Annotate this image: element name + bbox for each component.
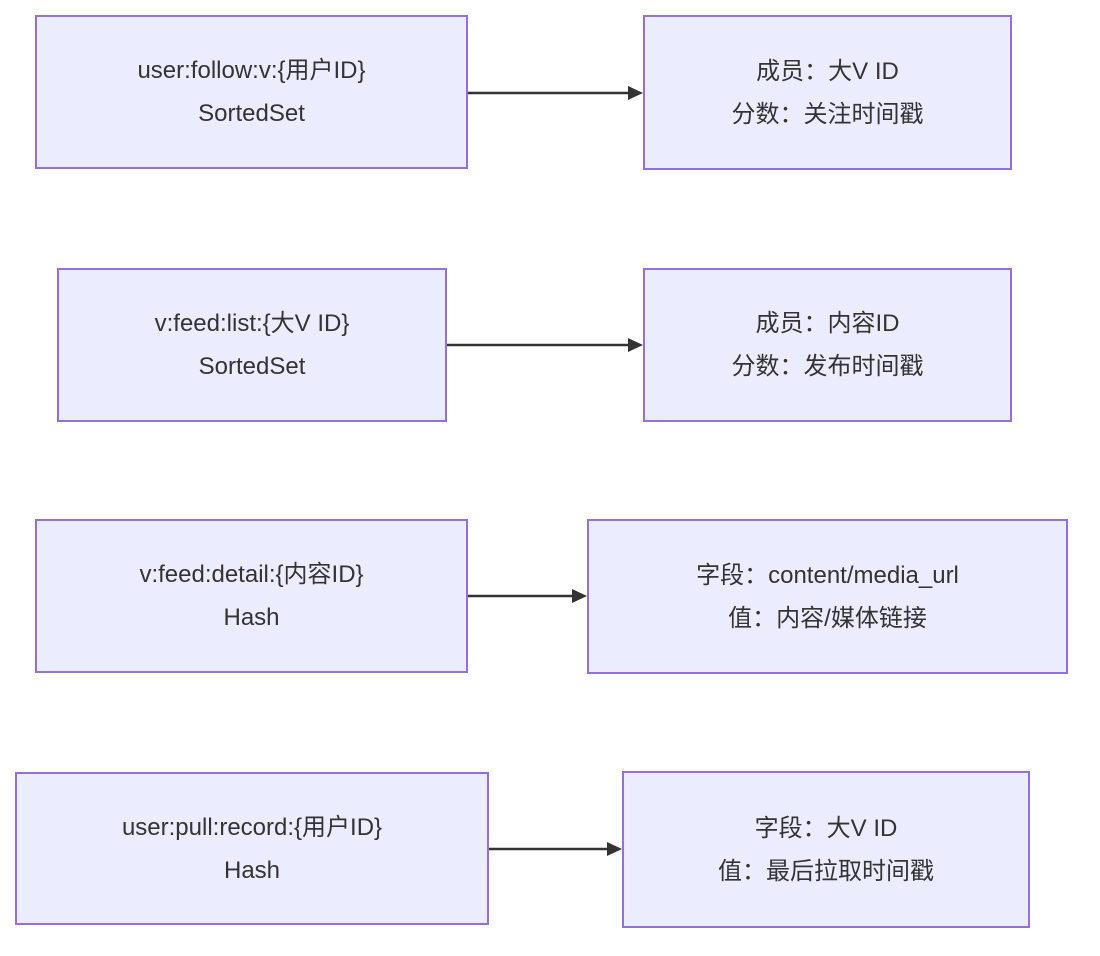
node-score-text: 分数：发布时间戳 (731, 353, 924, 380)
node-member-text: 成员：内容ID (755, 310, 900, 337)
arrow-right-icon (489, 842, 622, 856)
node-user-follow-value: 成员：大V ID 分数：关注时间戳 (643, 15, 1012, 170)
node-feed-list-value: 成员：内容ID 分数：发布时间戳 (643, 268, 1012, 422)
node-pull-record-value: 字段：大V ID 值：最后拉取时间戳 (622, 771, 1030, 928)
node-score-text: 分数：关注时间戳 (731, 100, 924, 128)
node-value-text: 值：最后拉取时间戳 (718, 857, 934, 885)
arrow-right-icon (447, 338, 643, 352)
node-type-text: SortedSet (198, 353, 306, 380)
node-field-text: 字段：大V ID (754, 814, 898, 842)
node-key-text: v:feed:detail:{内容ID} (139, 561, 364, 588)
node-member-text: 成员：大V ID (756, 57, 899, 85)
node-field-text: 字段：content/media_url (696, 561, 959, 589)
node-user-follow-key: user:follow:v:{用户ID} SortedSet (35, 15, 468, 169)
node-pull-record-key: user:pull:record:{用户ID} Hash (15, 772, 489, 925)
node-key-text: user:pull:record:{用户ID} (121, 813, 383, 841)
arrow-right-icon (468, 589, 587, 603)
node-type-text: Hash (223, 604, 280, 631)
node-key-text: user:follow:v:{用户ID} (137, 57, 366, 84)
node-type-text: SortedSet (198, 100, 305, 127)
node-feed-list-key: v:feed:list:{大V ID} SortedSet (57, 268, 447, 422)
node-key-text: v:feed:list:{大V ID} (154, 310, 350, 337)
node-feed-detail-value: 字段：content/media_url 值：内容/媒体链接 (587, 519, 1068, 674)
arrow-right-icon (468, 86, 643, 100)
node-type-text: Hash (223, 856, 281, 884)
node-value-text: 值：内容/媒体链接 (728, 604, 927, 632)
node-feed-detail-key: v:feed:detail:{内容ID} Hash (35, 519, 468, 673)
